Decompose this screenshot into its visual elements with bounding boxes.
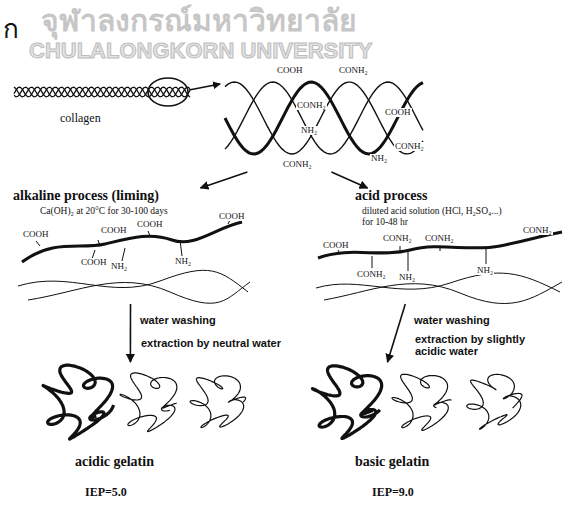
illustration-group: alkaline process (liming) Ca(OH)₂ at 20°C…	[8, 188, 258, 304]
chemical-group: NH₂	[300, 126, 318, 135]
gelatin-coils	[43, 365, 522, 439]
gelatin-coil	[313, 366, 382, 439]
rope-strand	[14, 87, 190, 97]
gelatin-coil	[467, 374, 522, 429]
watermark: CHULALONGKORN UNIVERSITY	[28, 40, 373, 62]
illustration-group: acidic gelatinIEP=5.0	[20, 362, 260, 512]
chemical-group: COOH	[322, 241, 350, 250]
rope-strand	[14, 87, 190, 97]
group-title: alkaline process (liming)	[13, 188, 159, 203]
chemical-group: CONH₂	[356, 270, 387, 279]
gelatin-coil	[190, 376, 245, 428]
chemical-group: NH₂	[370, 154, 388, 163]
chemical-group: CONH₂	[338, 66, 369, 75]
step-label: water washing	[414, 314, 490, 326]
chemical-group: COOH	[384, 108, 412, 117]
group-title: IEP=5.0	[85, 486, 127, 499]
chemical-group: CONH₂	[382, 234, 413, 243]
chemical-group: CONH₂	[282, 160, 313, 169]
zoom-circle	[148, 78, 188, 106]
watermark: จุฬาลงกรณ์มหาวิทยาลัย	[40, 6, 358, 36]
group-note: diluted acid solution (HCl, H₂SO₄...)	[362, 206, 502, 216]
zoom-arrow	[189, 84, 220, 90]
chemical-group: COOH	[218, 212, 246, 221]
gelatin-coil	[43, 365, 113, 439]
chemical-group: CONH₂	[296, 101, 327, 110]
illustration-group: collagen	[8, 62, 428, 172]
chemical-group: NH₂	[476, 266, 494, 275]
acid-chains	[316, 232, 562, 304]
process-arrow	[388, 304, 406, 362]
chemical-group: COOH	[100, 226, 128, 235]
page-marker: ก	[2, 16, 20, 42]
rope-strand	[14, 87, 190, 97]
group-note: for 10-48 hr	[362, 217, 408, 227]
chemical-group: NH₂	[174, 257, 192, 266]
chemical-group: COOH	[22, 230, 50, 239]
group-title: basic gelatin	[355, 454, 429, 469]
chemical-group: CONH₂	[424, 234, 455, 243]
process-arrow	[201, 172, 248, 188]
group-note: collagen	[60, 112, 101, 125]
chemical-group: NH₂	[110, 262, 128, 271]
step-note: extraction by slightly acidic water	[414, 333, 546, 357]
chemical-group: COOH	[136, 220, 164, 229]
step-label: water washing	[140, 314, 216, 326]
group-title: IEP=9.0	[372, 486, 414, 499]
chemical-group: COOH	[80, 258, 108, 267]
gelatin-coil	[392, 374, 451, 430]
chemical-group: COOH	[276, 66, 304, 75]
group-title: acid process	[355, 188, 427, 203]
process-arrow	[130, 304, 132, 362]
process-arrow	[331, 172, 367, 188]
group-title: acidic gelatin	[75, 454, 154, 469]
alkaline-chains	[18, 220, 250, 303]
chemical-group: CONH₂	[522, 226, 553, 235]
gelatin-coil	[120, 373, 177, 432]
step-note: extraction by neutral water	[140, 337, 282, 349]
chemical-group: CONH₂	[394, 142, 425, 151]
collagen-rope	[14, 87, 190, 97]
chemical-group: NH₂	[398, 273, 416, 282]
group-note: Ca(OH)₂ at 20°C for 30-100 days	[40, 206, 168, 216]
illustration-group: basic gelatinIEP=9.0	[300, 362, 550, 512]
